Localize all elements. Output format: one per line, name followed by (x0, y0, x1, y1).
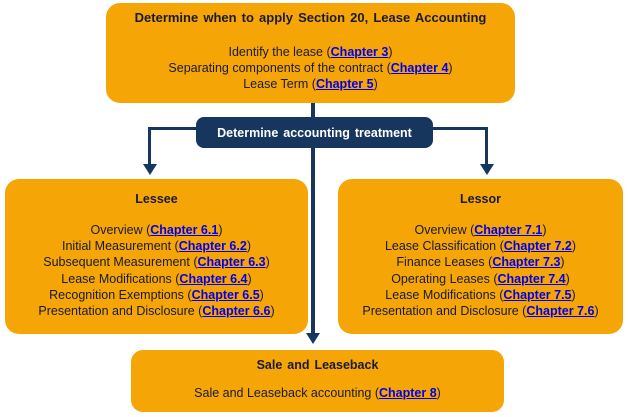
chapter-link[interactable]: Chapter 7.4 (497, 271, 566, 286)
connector-right-horizontal-line (433, 127, 488, 130)
chapter-link[interactable]: Chapter 7.6 (526, 304, 595, 319)
chapter-item: Recognition Exemptions (Chapter 6.5) (5, 287, 308, 303)
section20-scope-box: Determine when to apply Section 20, Leas… (106, 3, 515, 103)
chapter-link[interactable]: Chapter 6.3 (197, 255, 266, 270)
chapter-item: Separating components of the contract (C… (106, 60, 515, 76)
chapter-item-text: Overview ( (90, 223, 151, 237)
chapter-link[interactable]: Chapter 4 (390, 61, 449, 76)
connector-center-vertical-line (311, 103, 315, 334)
chapter-item-text: Initial Measurement ( (62, 239, 179, 254)
chapter-item-text: Recognition Exemptions ( (49, 287, 192, 302)
chapter-item: Overview (Chapter 6.1) (5, 222, 308, 238)
lessee-title: Lessee (135, 192, 178, 206)
arrow-down-icon (306, 333, 320, 344)
chapter-item-suffix: ) (571, 287, 576, 302)
chapter-item: Presentation and Disclosure (Chapter 7.6… (338, 303, 623, 319)
chapter-item-suffix: ) (388, 45, 393, 59)
chapter-item-text: Subsequent Measurement ( (43, 255, 198, 270)
chapter-link[interactable]: Chapter 6.6 (202, 304, 271, 319)
chapter-item: Subsequent Measurement (Chapter 6.3) (5, 254, 308, 270)
chapter-item-text: Sale and Leaseback accounting ( (194, 386, 380, 400)
chapter-item-text: Operating Leases ( (391, 271, 498, 286)
chapter-item-text: Lease Classification ( (384, 239, 504, 254)
determine-treatment-label: Determine accounting treatment (217, 125, 412, 140)
chapter-item-suffix: ) (571, 239, 577, 254)
chapter-item-text: Presentation and Disclosure ( (38, 304, 203, 319)
chapter-link[interactable]: Chapter 8 (379, 386, 437, 400)
chapter-item-suffix: ) (270, 304, 275, 319)
chapter-item-suffix: ) (373, 77, 378, 92)
chapter-item-suffix: ) (259, 287, 264, 302)
connector-left-horizontal-line (148, 127, 198, 130)
chapter-item-suffix: ) (565, 271, 570, 286)
sale-leaseback-title: Sale and Leaseback (256, 358, 379, 372)
chapter-item-suffix: ) (247, 271, 252, 286)
chapter-item-text: Finance Leases ( (396, 255, 493, 270)
determine-treatment-box: Determine accounting treatment (196, 117, 433, 148)
chapter-link[interactable]: Chapter 6.1 (150, 223, 219, 237)
chapter-item: Lease Term (Chapter 5) (106, 76, 515, 92)
chapter-item-suffix: ) (542, 223, 547, 237)
chapter-item-suffix: ) (594, 304, 599, 319)
chapter-item: Presentation and Disclosure (Chapter 6.6… (5, 303, 308, 319)
chapter-item: Overview (Chapter 7.1) (338, 222, 623, 238)
chapter-item-suffix: ) (218, 223, 223, 237)
chapter-link[interactable]: Chapter 5 (315, 77, 374, 92)
arrow-down-icon (143, 164, 157, 175)
chapter-item-suffix: ) (560, 255, 565, 270)
chapter-item: Lease Classification (Chapter 7.2) (338, 238, 623, 254)
chapter-item: Lease Modifications (Chapter 7.5) (338, 287, 623, 303)
chapter-item-suffix: ) (436, 386, 441, 400)
section20-scope-items: Identify the lease (Chapter 3) Separatin… (106, 44, 515, 93)
chapter-item-text: Overview ( (414, 223, 475, 237)
chapter-link[interactable]: Chapter 6.5 (191, 287, 260, 302)
lessor-title: Lessor (460, 192, 501, 206)
sale-leaseback-box: Sale and Leaseback Sale and Leaseback ac… (131, 350, 504, 412)
lessee-box: Lessee Overview (Chapter 6.1) Initial Me… (5, 179, 308, 334)
chapter-item-suffix: ) (265, 255, 270, 270)
arrow-down-icon (480, 164, 494, 175)
connector-left-vertical-line (148, 127, 151, 165)
chapter-link[interactable]: Chapter 6.2 (178, 239, 247, 254)
connector-right-vertical-line (485, 127, 488, 165)
chapter-link[interactable]: Chapter 3 (330, 45, 389, 59)
sale-leaseback-items: Sale and Leaseback accounting (Chapter 8… (131, 385, 504, 401)
chapter-item: Operating Leases (Chapter 7.4) (338, 271, 623, 287)
chapter-item-text: Lease Modifications ( (385, 287, 504, 302)
lessor-items: Overview (Chapter 7.1) Lease Classificat… (338, 222, 623, 319)
chapter-link[interactable]: Chapter 7.1 (474, 223, 543, 237)
chapter-item-text: Lease Modifications ( (61, 271, 180, 286)
lessor-box: Lessor Overview (Chapter 7.1) Lease Clas… (338, 179, 623, 334)
chapter-link[interactable]: Chapter 6.4 (179, 271, 248, 286)
chapter-link[interactable]: Chapter 7.5 (503, 287, 572, 302)
chapter-item-suffix: ) (246, 239, 251, 254)
chapter-item: Finance Leases (Chapter 7.3) (338, 254, 623, 270)
chapter-item-suffix: ) (448, 61, 453, 76)
chapter-link[interactable]: Chapter 7.2 (503, 239, 572, 254)
chapter-item-text: Separating components of the contract ( (168, 61, 391, 76)
chapter-item-text: Lease Term ( (243, 77, 316, 92)
chapter-link[interactable]: Chapter 7.3 (492, 255, 561, 270)
chapter-item: Identify the lease (Chapter 3) (106, 44, 515, 60)
lessee-items: Overview (Chapter 6.1) Initial Measureme… (5, 222, 308, 319)
chapter-item: Lease Modifications (Chapter 6.4) (5, 271, 308, 287)
chapter-item: Initial Measurement (Chapter 6.2) (5, 238, 308, 254)
section20-scope-title: Determine when to apply Section 20, Leas… (134, 10, 487, 25)
chapter-item: Sale and Leaseback accounting (Chapter 8… (131, 385, 504, 401)
chapter-item-text: Presentation and Disclosure ( (362, 304, 527, 319)
chapter-item-text: Identify the lease ( (228, 45, 331, 59)
